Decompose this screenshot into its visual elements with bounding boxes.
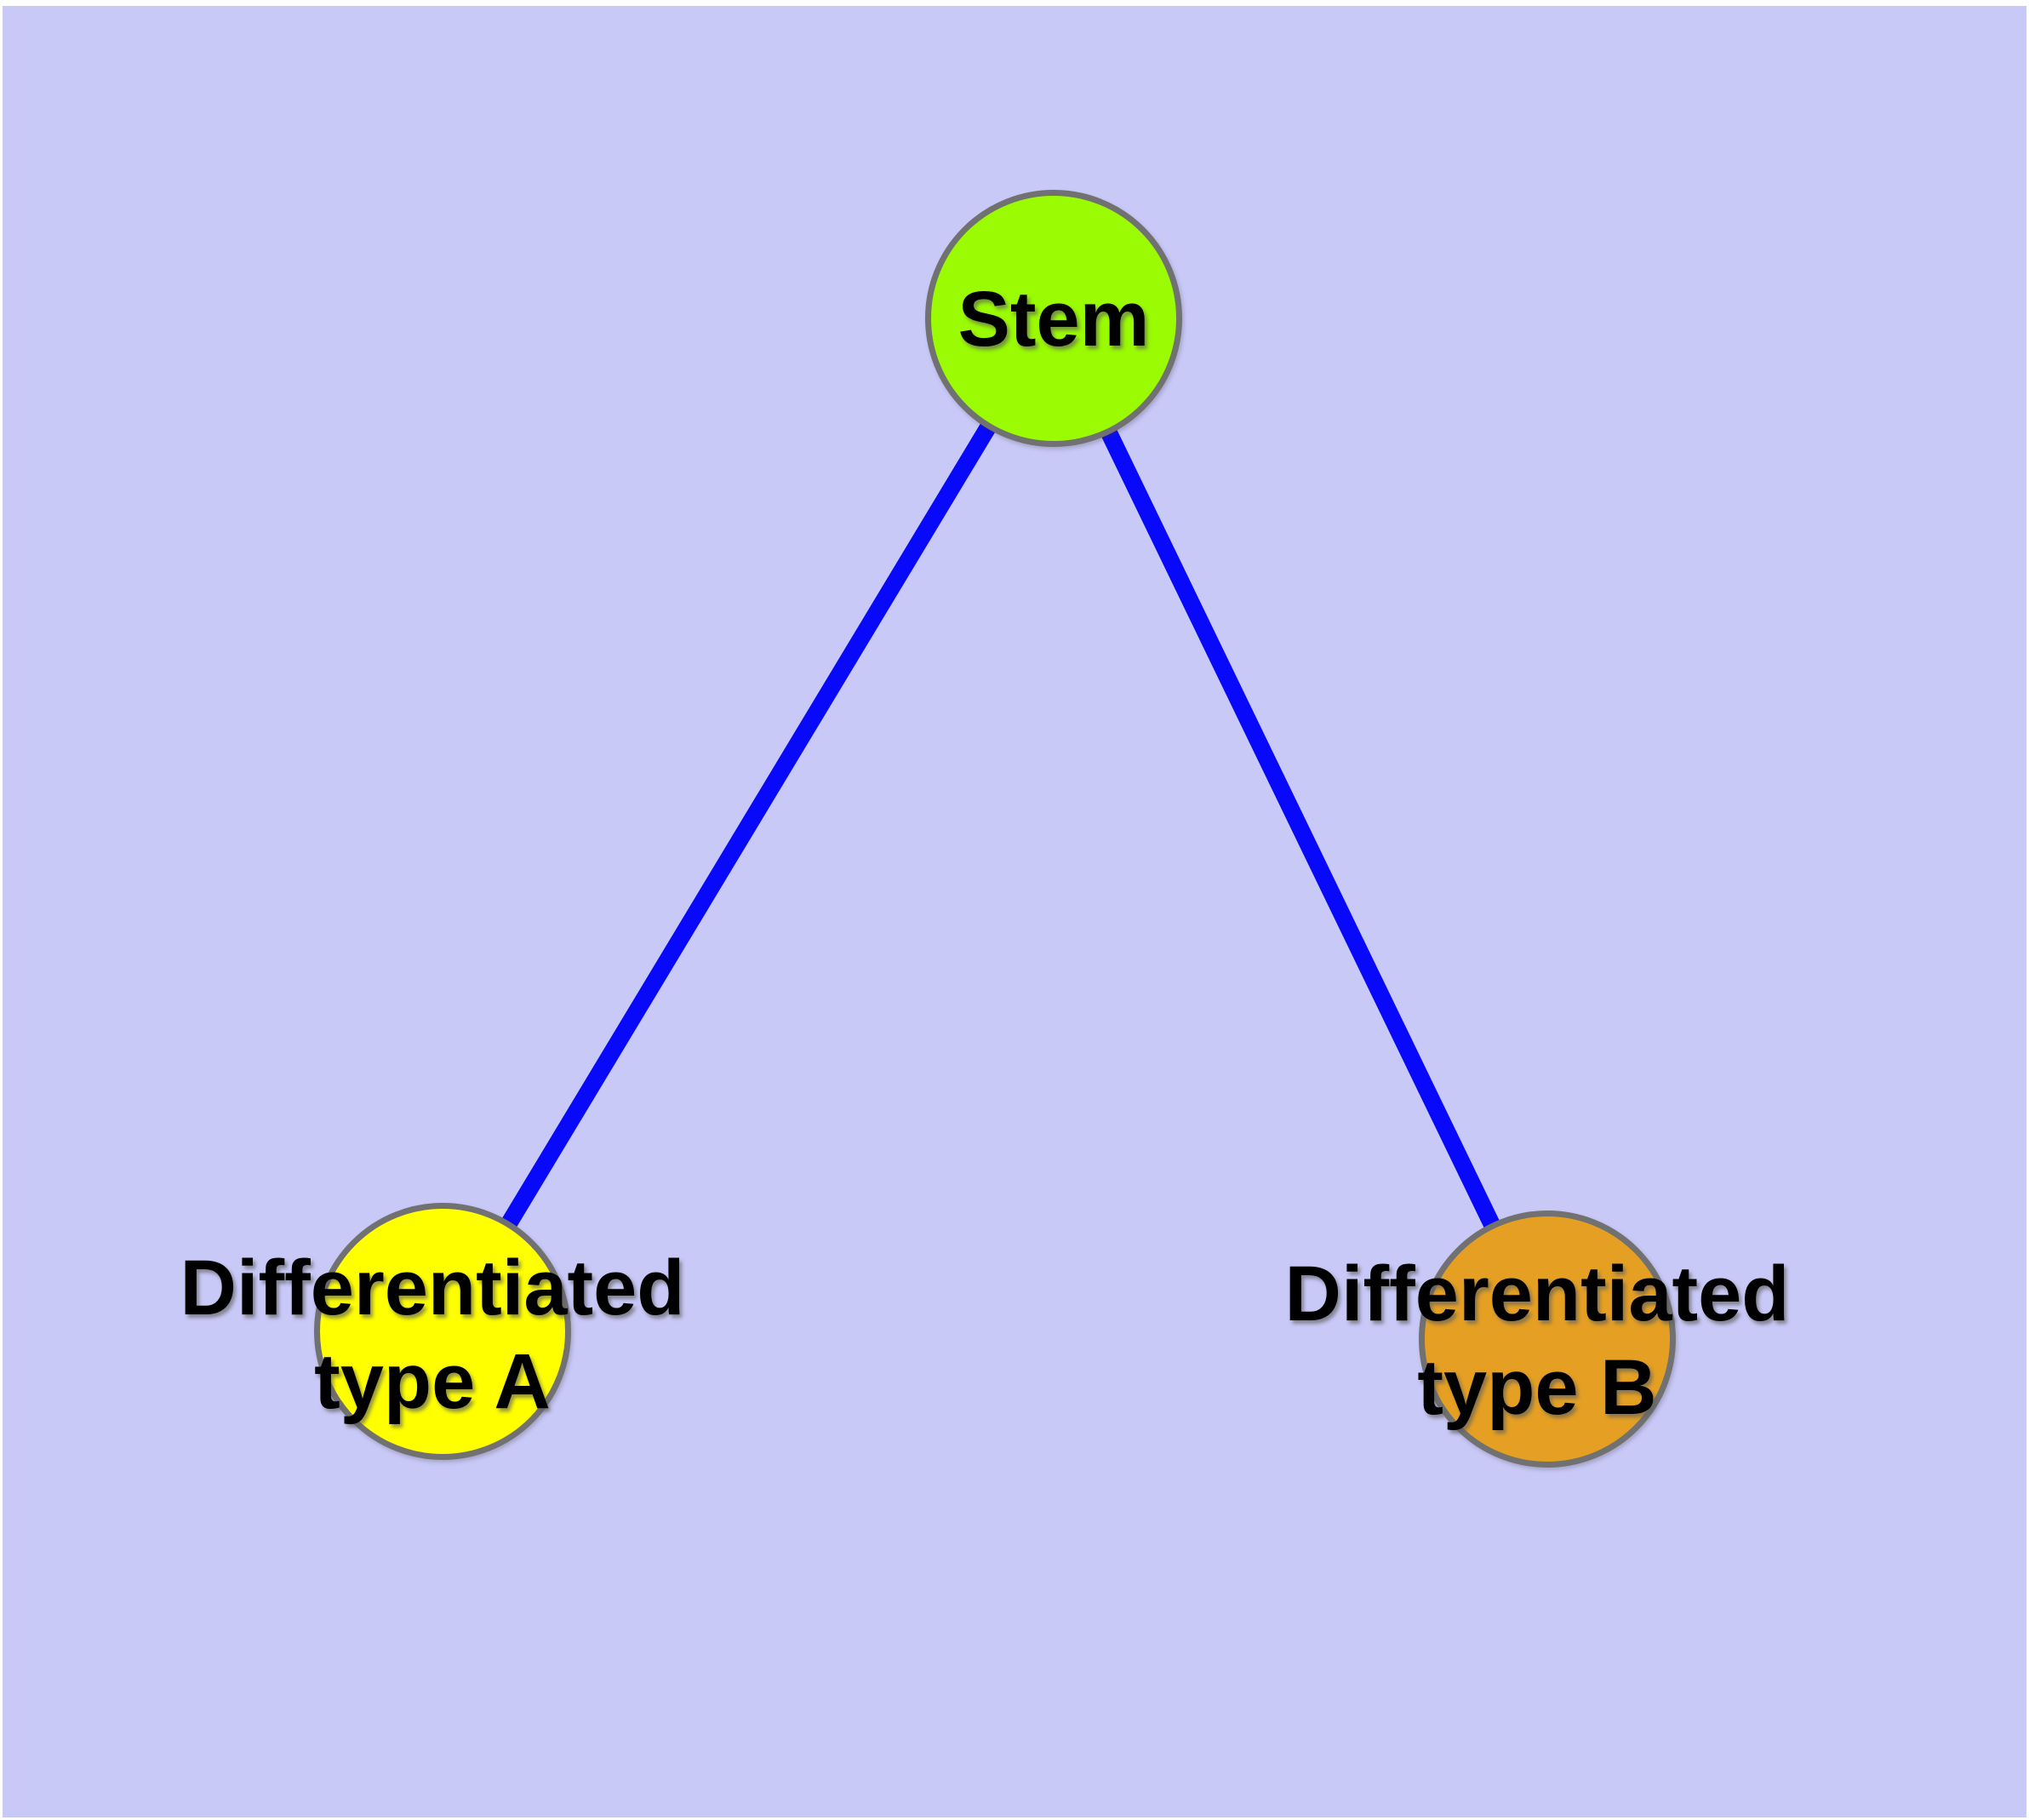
label-line: type A: [314, 1338, 551, 1425]
label-line: Stem: [957, 276, 1150, 363]
label-line: Differentiated: [1284, 1251, 1790, 1337]
node-differentiated-type-a-circle: [314, 1203, 571, 1460]
edge-stem-to-type-a: [436, 313, 1061, 1337]
label-line: Differentiated: [180, 1245, 685, 1331]
label-line: type B: [1417, 1344, 1657, 1431]
node-differentiated-type-b-circle: [1419, 1210, 1676, 1468]
node-differentiated-type-a-label: Differentiated type A: [180, 1241, 685, 1428]
node-stem-label: Stem: [958, 272, 1150, 366]
node-stem-circle: [925, 190, 1182, 447]
edge-stem-to-type-b: [1045, 314, 1556, 1343]
node-differentiated-type-b-label: Differentiated type B: [1285, 1247, 1790, 1434]
